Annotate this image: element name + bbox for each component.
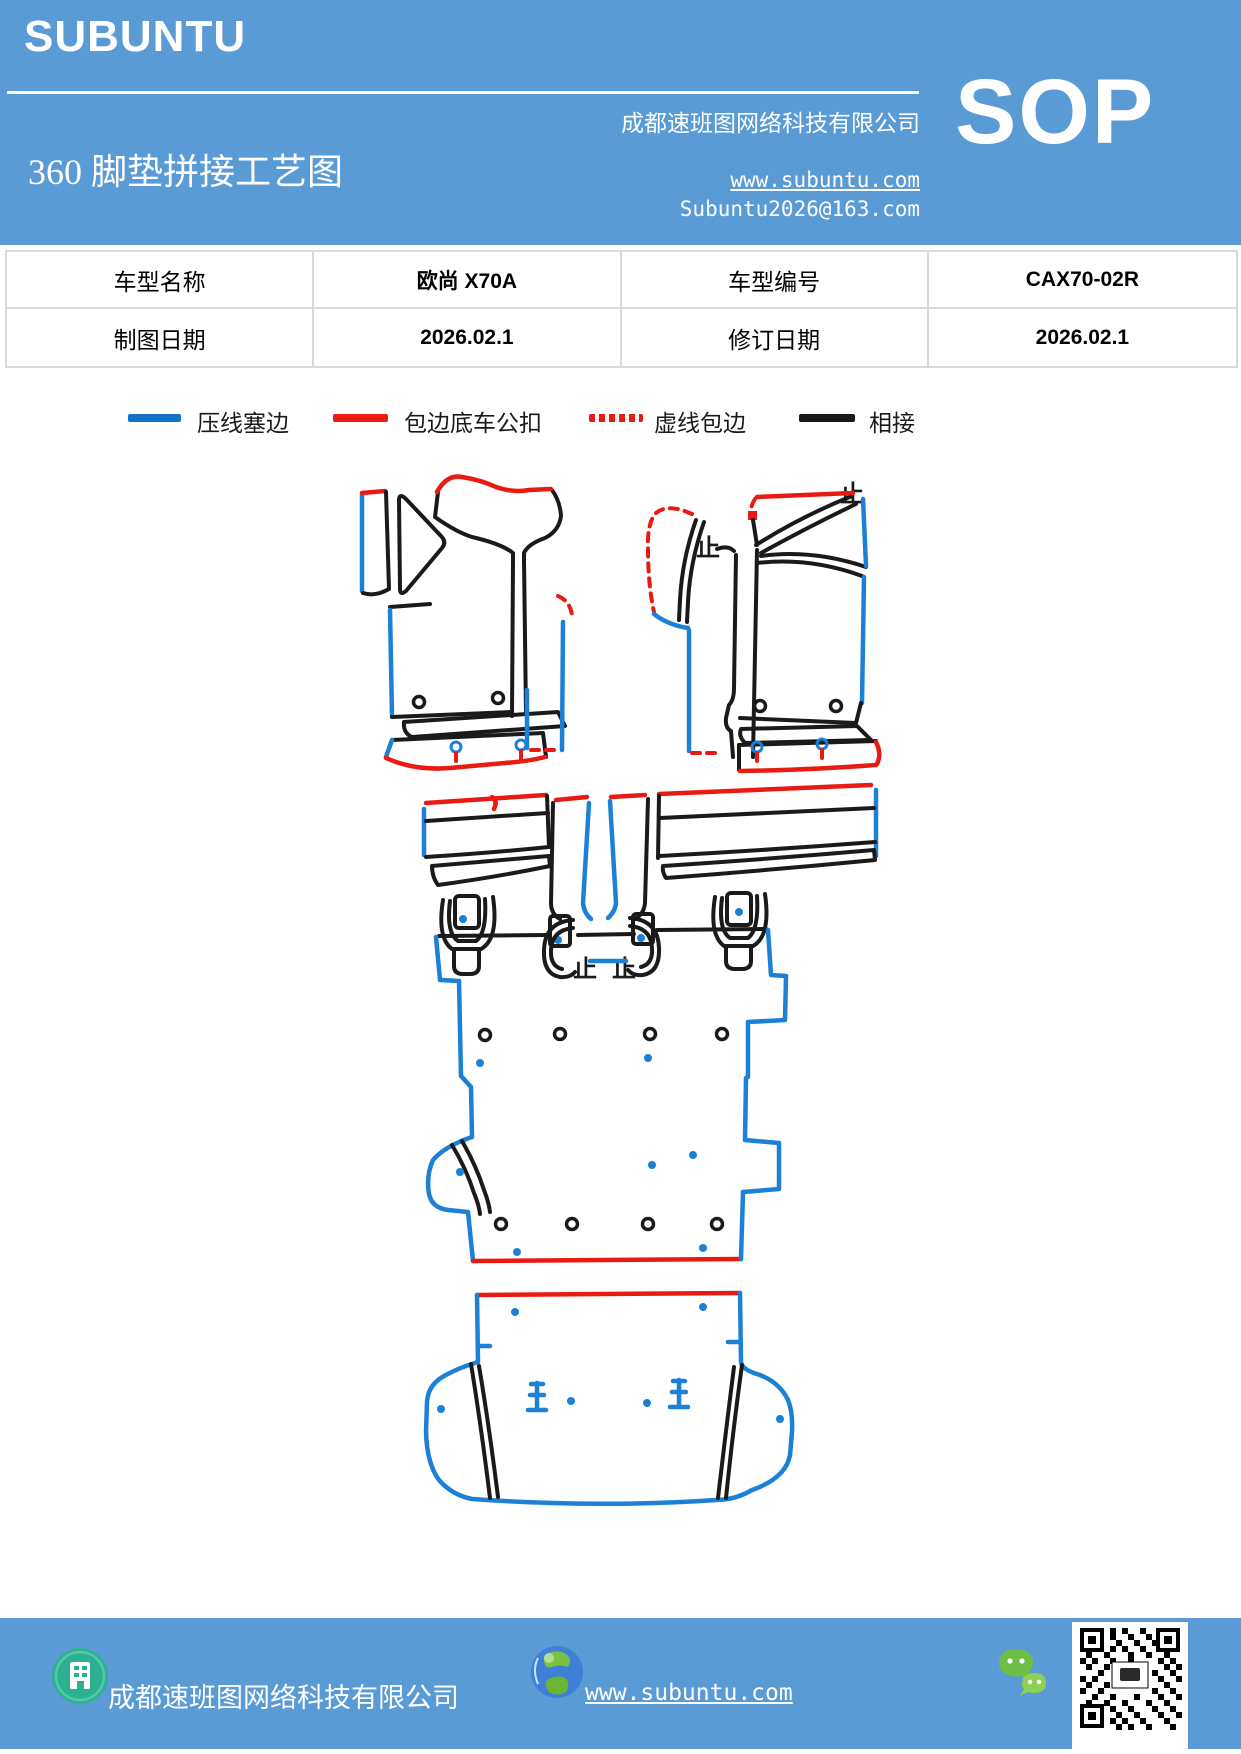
- wechat-icon: [999, 1649, 1046, 1696]
- middle-floor-mat-piece: [425, 927, 789, 1264]
- header-company-name: 成都速班图网络科技有限公司: [621, 111, 920, 136]
- legend-swatch-black-solid: [799, 414, 855, 422]
- page-title: 360 脚垫拼接工艺图: [28, 152, 344, 192]
- table-cell-revise-date-label: 修订日期: [622, 309, 929, 366]
- vehicle-info-table: 车型名称 欧尚 X70A 车型编号 CAX70-02R 制图日期 2026.02…: [5, 250, 1238, 368]
- sop-badge: SOP: [955, 61, 1156, 163]
- right-front-mat-piece: 止 止: [645, 481, 882, 774]
- footer: 成都速班图网络科技有限公司 www.subuntu.com: [0, 1618, 1241, 1749]
- header-website-link[interactable]: www.subuntu.com: [730, 168, 920, 192]
- legend-swatch-red-dotted: [589, 414, 643, 422]
- table-cell-model-code-label: 车型编号: [621, 252, 929, 309]
- legend-swatch-red-solid: [333, 414, 388, 422]
- left-front-mat-piece: [359, 474, 574, 771]
- anchor-symbol: [525, 1380, 549, 1413]
- table-cell-draw-date-label: 制图日期: [7, 309, 315, 366]
- table-cell-model-name-value: 欧尚 X70A: [314, 252, 622, 309]
- legend-label: 包边底车公扣: [404, 410, 542, 436]
- second-row-mat-pieces: 止 止: [421, 782, 879, 983]
- trunk-mat-piece: [423, 1290, 795, 1506]
- footer-website-link[interactable]: www.subuntu.com: [585, 1680, 793, 1706]
- header: SUBUNTU 360 脚垫拼接工艺图 成都速班图网络科技有限公司 www.su…: [0, 0, 1241, 245]
- globe-icon: [531, 1646, 583, 1698]
- anchor-symbol: [667, 1377, 691, 1410]
- table-cell-model-code-value: CAX70-02R: [928, 252, 1236, 309]
- legend: 压线塞边 包边底车公扣 虚线包边 相接: [0, 400, 1241, 440]
- legend-swatch-blue-solid: [128, 414, 181, 422]
- header-email: Subuntu2026@163.com: [679, 197, 920, 221]
- table-cell-model-name-label: 车型名称: [7, 252, 315, 309]
- brand-logo: SUBUNTU: [24, 12, 247, 61]
- footer-company-name: 成都速班图网络科技有限公司: [108, 1683, 459, 1713]
- building-icon: [52, 1648, 108, 1704]
- table-cell-draw-date-value: 2026.02.1: [314, 309, 622, 366]
- table-cell-revise-date-value: 2026.02.1: [1035, 325, 1130, 349]
- qr-code: [1072, 1622, 1188, 1749]
- header-divider: [7, 91, 919, 94]
- legend-label: 压线塞边: [197, 410, 289, 436]
- legend-label: 虚线包边: [654, 410, 746, 436]
- legend-label: 相接: [869, 410, 915, 436]
